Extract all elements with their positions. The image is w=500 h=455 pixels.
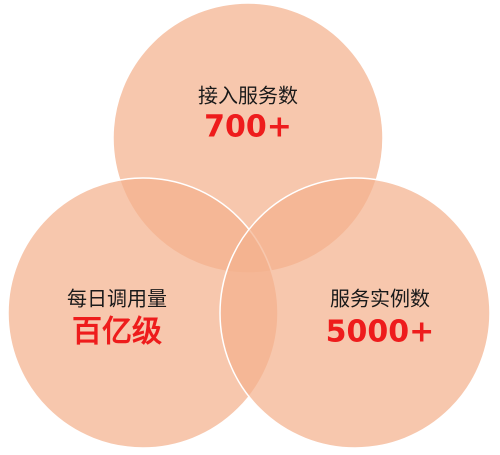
set-value-services: 700+ — [204, 110, 292, 145]
venn-circles — [7, 2, 491, 449]
set-value-daily-calls: 百亿级 — [72, 315, 162, 350]
set-instances: 服务实例数 5000+ — [326, 287, 435, 350]
set-label-instances: 服务实例数 — [330, 287, 430, 311]
circle-instances — [219, 177, 491, 449]
set-label-daily-calls: 每日调用量 — [67, 287, 167, 311]
set-label-services: 接入服务数 — [198, 84, 298, 108]
set-services: 接入服务数 700+ — [198, 84, 298, 145]
set-daily-calls: 每日调用量 百亿级 — [67, 287, 167, 350]
set-value-instances: 5000+ — [326, 315, 435, 350]
